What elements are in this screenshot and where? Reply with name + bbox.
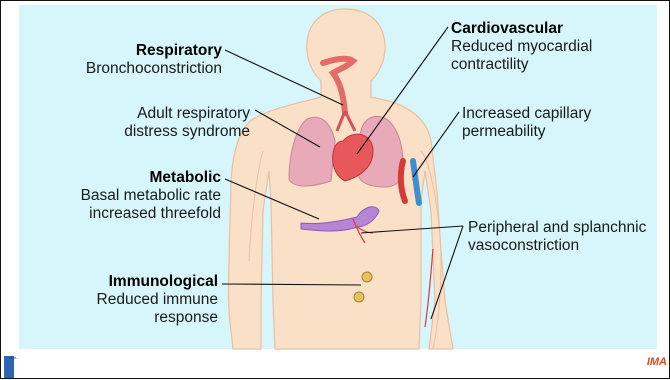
metabolic-line-1: Basal metabolic rate [75,187,221,205]
label-respiratory: Respiratory Bronchoconstriction [59,42,222,78]
label-cardiovascular: Cardiovascular Reduced myocardial contra… [451,20,621,74]
metabolic-line-2: increased threefold [75,205,221,223]
ards-line-1: Adult respiratory [93,105,250,123]
cardiovascular-title: Cardiovascular [451,20,563,37]
vasoconstriction-line-2: vasoconstriction [468,237,658,255]
ards-line-2: distress syndrome [93,123,250,141]
immune-node-2 [354,292,364,302]
label-ards: Adult respiratory distress syndrome [93,105,250,141]
label-metabolic: Metabolic Basal metabolic rate increased… [75,169,221,223]
label-capillary: Increased capillary permeability [462,105,632,141]
immune-node-1 [362,272,372,282]
capillary-line-1: Increased capillary [462,105,632,123]
immunological-title: Immunological [109,273,218,290]
respiratory-detail: Bronchoconstriction [59,60,222,78]
label-immunological: Immunological Reduced immune response [91,273,218,327]
brand-mark: IMA [647,356,667,368]
corner-text: LEA [9,355,17,360]
respiratory-title: Respiratory [136,42,222,59]
vasoconstriction-line-1: Peripheral and splanchnic [468,219,658,237]
capillary-line-2: permeability [462,123,632,141]
cardiovascular-line-2: contractility [451,56,621,74]
metabolic-title: Metabolic [150,169,221,186]
immunological-line-1: Reduced immune [91,291,218,309]
cardiovascular-line-1: Reduced myocardial [451,38,621,56]
immunological-line-2: response [91,309,218,327]
label-vasoconstriction: Peripheral and splanchnic vasoconstricti… [468,219,658,255]
